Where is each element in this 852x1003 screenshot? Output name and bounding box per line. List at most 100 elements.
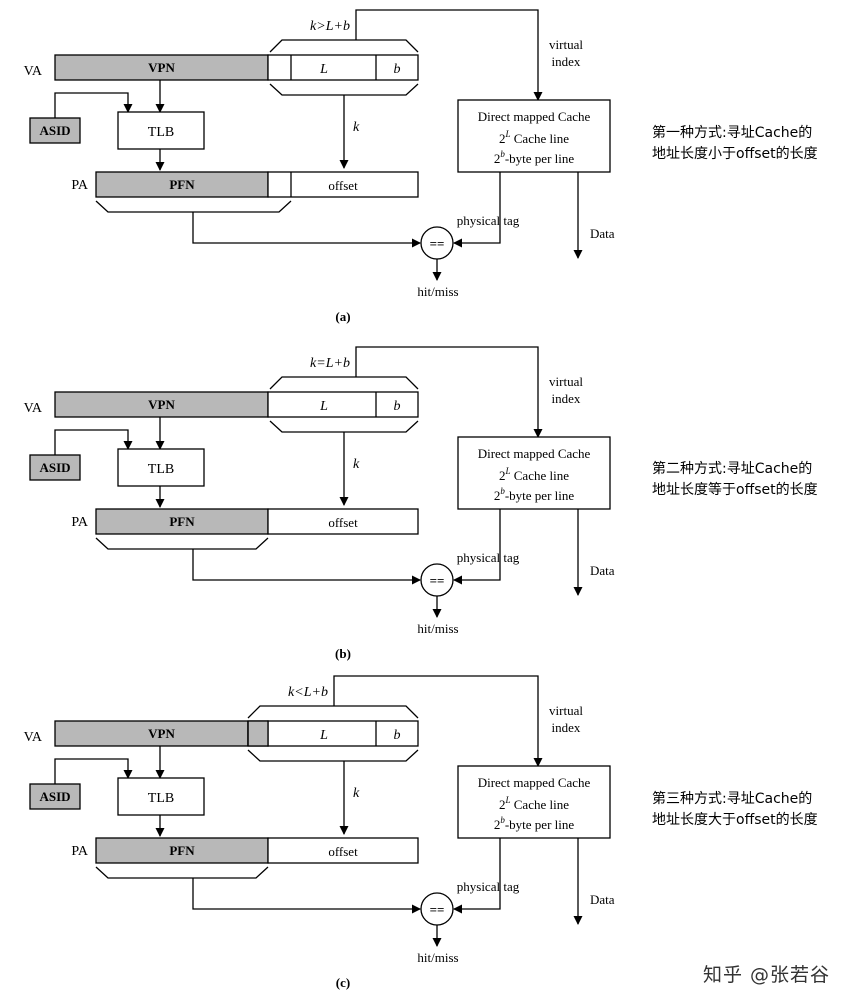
watermark: 知乎 @张若谷 — [702, 964, 830, 986]
cache-line1-c: Direct mapped Cache — [478, 775, 591, 790]
asid-wire-c — [54, 758, 133, 784]
index-label-c: k<L+b — [288, 685, 328, 700]
side-note-b-line2: 地址长度等于offset的长度 — [652, 482, 818, 498]
asid-box-b — [29, 454, 81, 481]
pfn-field-a — [95, 171, 269, 198]
index-bracket-top-a — [269, 39, 419, 53]
pfn-text-c: PFN — [169, 843, 195, 858]
b-text-b: b — [394, 399, 401, 414]
vpn-field-b — [54, 391, 269, 418]
cache-line2-a: 2L Cache line — [499, 129, 569, 146]
tlb-text-c: TLB — [148, 791, 174, 806]
asid-box-a — [29, 117, 81, 144]
caption-c: (c) — [336, 975, 350, 990]
pfn-bracket-c — [95, 866, 269, 879]
offset-field-a — [267, 171, 419, 198]
physical-tag-wire-b — [453, 509, 501, 585]
asid-wire-b — [54, 429, 133, 455]
side-note-a-line1: 第一种方式:寻址Cache的 — [652, 125, 813, 141]
vpn-text-a: VPN — [148, 60, 175, 75]
asid-text-c: ASID — [39, 789, 70, 804]
cache-box-c — [457, 765, 611, 839]
index-label-a: k>L+b — [310, 19, 350, 34]
index-bracket-bot-a — [269, 83, 419, 96]
physical-tag-text-a: physical tag — [457, 213, 520, 228]
overlap-field-c — [247, 720, 269, 747]
pfn-text-b: PFN — [169, 514, 195, 529]
k-text-b: k — [353, 457, 360, 472]
hit-miss-text-b: hit/miss — [417, 621, 458, 636]
side-note-a: 第一种方式:寻址Cache的 地址长度小于offset的长度 — [652, 123, 818, 165]
side-note-b: 第二种方式:寻址Cache的 地址长度等于offset的长度 — [652, 459, 818, 501]
virtual-index-wire-a — [355, 9, 543, 101]
virtual-text-c: virtual — [549, 703, 583, 718]
virtual-index-wire-b — [355, 346, 543, 438]
va-low-field-a — [267, 54, 419, 81]
cache-line1-a: Direct mapped Cache — [478, 109, 591, 124]
k-text-a: k — [353, 120, 360, 135]
tlb-box-b — [117, 448, 205, 487]
cache-box-b — [457, 436, 611, 510]
pfn-bracket-a — [95, 200, 292, 213]
b-text-c: b — [394, 728, 401, 743]
caption-a: (a) — [335, 309, 350, 324]
l-text-c: L — [319, 728, 328, 743]
physical-tag-text-c: physical tag — [457, 879, 520, 894]
va-low-field-b — [267, 391, 419, 418]
pa-label-c: PA — [71, 844, 89, 859]
vpn-text-c: VPN — [148, 726, 175, 741]
index-label-b: k=L+b — [310, 356, 350, 371]
index-bracket-top-b — [269, 376, 419, 390]
cache-line2-b: 2L Cache line — [499, 466, 569, 483]
pa-label-a: PA — [71, 178, 89, 193]
side-note-c-line2: 地址长度大于offset的长度 — [652, 812, 818, 828]
data-text-a: Data — [590, 226, 615, 241]
va-label-c: VA — [24, 730, 43, 745]
pa-label-b: PA — [71, 515, 89, 530]
data-text-c: Data — [590, 892, 615, 907]
caption-b: (b) — [335, 646, 351, 661]
index-text-a: index — [552, 54, 581, 69]
virtual-text-b: virtual — [549, 374, 583, 389]
comparator-text-b: == — [430, 573, 445, 588]
k-text-c: k — [353, 786, 360, 801]
l-text-b: L — [319, 399, 328, 414]
pfn-to-compare-a — [192, 212, 421, 248]
asid-text-b: ASID — [39, 460, 70, 475]
pfn-bracket-b — [95, 537, 269, 550]
va-label-a: VA — [24, 64, 43, 79]
pfn-field-b — [95, 508, 269, 535]
cache-box-a — [457, 99, 611, 173]
physical-tag-wire-c — [453, 838, 501, 914]
side-note-b-line1: 第二种方式:寻址Cache的 — [652, 461, 813, 477]
physical-tag-text-b: physical tag — [457, 550, 520, 565]
cache-line3-a: 2b-byte per line — [494, 149, 575, 166]
index-text-b: index — [552, 391, 581, 406]
l-text-a: L — [319, 62, 328, 77]
tlb-box-a — [117, 111, 205, 150]
asid-wire-a — [54, 92, 133, 118]
data-text-b: Data — [590, 563, 615, 578]
cache-line1-b: Direct mapped Cache — [478, 446, 591, 461]
asid-text-a: ASID — [39, 123, 70, 138]
vpn-field-a — [54, 54, 269, 81]
index-text-c: index — [552, 720, 581, 735]
index-bracket-top-c — [247, 705, 419, 719]
hit-miss-text-c: hit/miss — [417, 950, 458, 965]
offset-text-b: offset — [328, 515, 358, 530]
offset-field-c — [267, 837, 419, 864]
cache-line3-b: 2b-byte per line — [494, 486, 575, 503]
side-note-a-line2: 地址长度小于offset的长度 — [652, 146, 818, 162]
virtual-text-a: virtual — [549, 37, 583, 52]
tlb-text-b: TLB — [148, 462, 174, 477]
comparator-text-a: == — [430, 236, 445, 251]
offset-text-a: offset — [328, 178, 358, 193]
pfn-to-compare-b — [192, 549, 421, 585]
pfn-to-compare-c — [192, 878, 421, 914]
cache-line3-c: 2b-byte per line — [494, 815, 575, 832]
virtual-index-wire-c — [333, 675, 543, 767]
